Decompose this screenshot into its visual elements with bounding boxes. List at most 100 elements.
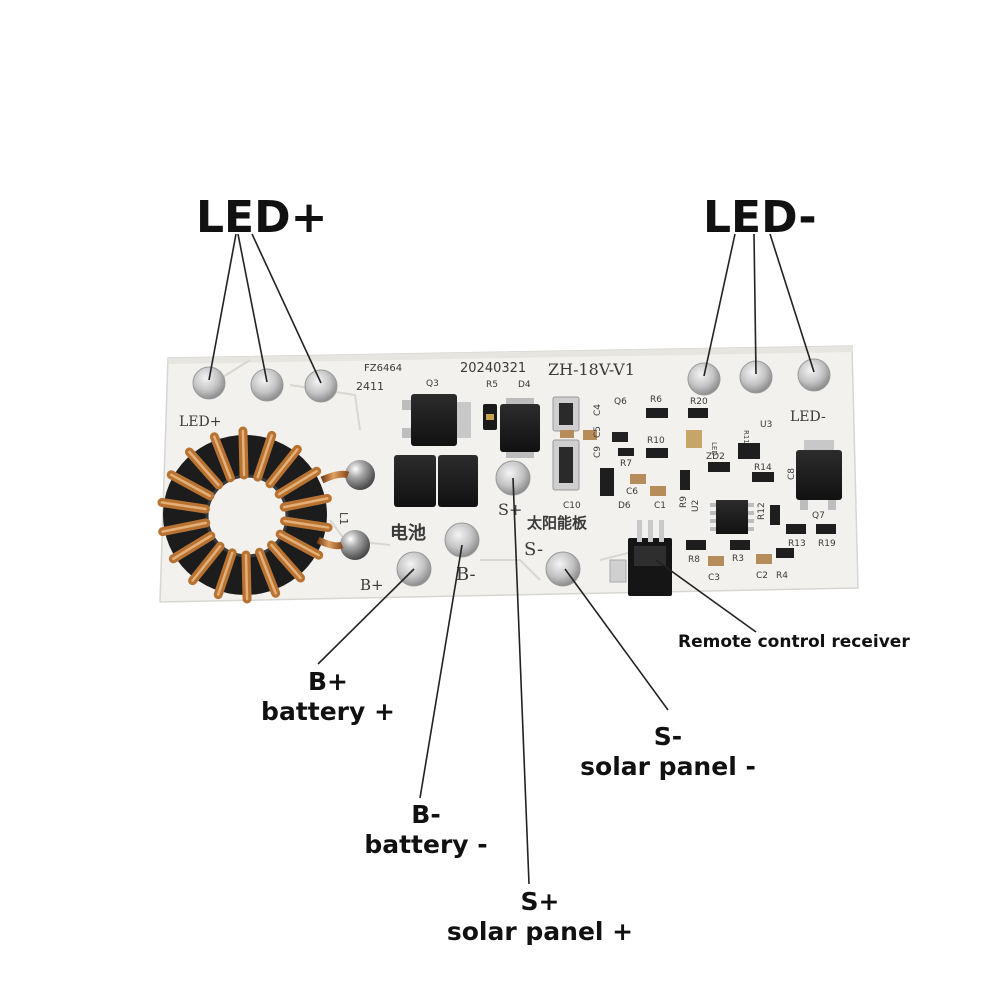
resistor-r10 bbox=[646, 448, 668, 458]
battery-minus-pad bbox=[444, 522, 480, 558]
board-s-plus-label: S+ bbox=[498, 500, 522, 519]
capacitor-c3 bbox=[708, 556, 724, 566]
capacitor-c9 bbox=[583, 430, 597, 440]
leader-led-plus-3 bbox=[251, 233, 322, 384]
callout-battery-plus-code: B+ bbox=[307, 667, 348, 696]
mosfet-q3 bbox=[402, 394, 471, 446]
label-q3: Q3 bbox=[426, 379, 439, 389]
resistor-r7 bbox=[618, 448, 634, 456]
callout-remote-receiver: Remote control receiver bbox=[678, 632, 910, 652]
led-plus-pad-1 bbox=[192, 366, 226, 400]
capacitor-c2 bbox=[756, 554, 772, 564]
callout-led-minus: LED- bbox=[703, 192, 817, 243]
board-date-label: 20240321 bbox=[460, 361, 526, 376]
label-c5: C5 bbox=[593, 426, 603, 438]
label-q6: Q6 bbox=[614, 397, 627, 407]
callout-solar-minus-desc: solar panel - bbox=[580, 752, 756, 781]
resistor-r9 bbox=[680, 470, 690, 490]
label-r7: R7 bbox=[620, 459, 632, 469]
winding-highlight bbox=[216, 551, 234, 596]
small-part-q6 bbox=[612, 432, 628, 442]
leader-led-plus-2 bbox=[237, 233, 268, 383]
winding-highlight bbox=[278, 532, 321, 557]
capacitor-c6 bbox=[630, 474, 646, 484]
label-c4: C4 bbox=[593, 404, 603, 416]
winding-highlight bbox=[256, 434, 274, 479]
callout-solar-minus-code: S- bbox=[653, 722, 683, 751]
resistor-r13 bbox=[786, 524, 806, 534]
winding-highlight bbox=[172, 534, 213, 561]
winding-highlight bbox=[188, 450, 220, 487]
label-r5: R5 bbox=[486, 380, 498, 390]
board-solar-cn-label: 太阳能板 bbox=[527, 514, 588, 532]
callout-solar-minus: S- solar panel - bbox=[568, 722, 768, 782]
winding-highlight bbox=[244, 553, 249, 601]
label-c8: C8 bbox=[787, 468, 797, 480]
label-u3: U3 bbox=[760, 420, 772, 430]
board-s-minus-label: S- bbox=[524, 539, 543, 560]
label-d6: D6 bbox=[618, 501, 631, 511]
callout-solar-plus-desc: solar panel + bbox=[446, 917, 634, 946]
board-led-plus-label: LED+ bbox=[179, 414, 221, 430]
label-r10: R10 bbox=[647, 436, 665, 446]
leader-battery-minus bbox=[419, 544, 463, 799]
transistor-u2 bbox=[600, 468, 614, 496]
callout-solar-plus-code: S+ bbox=[520, 887, 560, 916]
label-r14: R14 bbox=[754, 463, 772, 473]
board-b-minus-label: B- bbox=[456, 564, 476, 585]
zener-zd2 bbox=[708, 462, 730, 472]
resistor-r12 bbox=[770, 505, 780, 525]
winding-highlight bbox=[270, 543, 302, 580]
board-model-label: ZH-18V-V1 bbox=[548, 360, 635, 379]
resistor-r5 bbox=[483, 404, 497, 430]
toroid-inductor bbox=[157, 426, 375, 604]
winding-highlight bbox=[283, 519, 330, 529]
label-r9: R9 bbox=[679, 496, 689, 508]
label-zd2: ZD2 bbox=[706, 452, 725, 462]
resistor-r19 bbox=[816, 524, 836, 534]
leader-solar-minus bbox=[564, 568, 669, 711]
capacitor-c1 bbox=[650, 486, 666, 496]
board-stamp-label: 2411 bbox=[356, 380, 384, 393]
callout-battery-minus-code: B- bbox=[411, 800, 441, 829]
label-led: LED bbox=[710, 442, 718, 456]
leader-led-minus-2 bbox=[753, 233, 757, 375]
callout-battery-plus: B+ battery + bbox=[258, 667, 398, 727]
capacitor-c10 bbox=[560, 430, 574, 438]
led-indicator bbox=[686, 430, 702, 448]
winding-highlight bbox=[161, 521, 208, 533]
leader-lines bbox=[208, 233, 815, 885]
callout-solar-plus: S+ solar panel + bbox=[440, 887, 640, 947]
led-minus-pad-1 bbox=[687, 362, 721, 396]
label-r19: R19 bbox=[818, 539, 836, 549]
label-r4: R4 bbox=[776, 571, 788, 581]
label-q7: Q7 bbox=[812, 511, 825, 521]
callout-battery-plus-desc: battery + bbox=[261, 697, 395, 726]
winding-highlight bbox=[282, 497, 329, 509]
winding-highlight bbox=[191, 545, 222, 582]
resistor-r6 bbox=[646, 408, 668, 418]
label-c9: C9 bbox=[593, 446, 603, 458]
winding-highlight bbox=[258, 550, 277, 595]
diode-d4 bbox=[500, 398, 540, 458]
callout-battery-minus-desc: battery - bbox=[364, 830, 488, 859]
label-c3: C3 bbox=[708, 573, 720, 583]
winding-highlight bbox=[241, 429, 246, 477]
led-plus-pad-3 bbox=[304, 369, 338, 403]
ic-u3 bbox=[738, 443, 760, 459]
resistor-r14 bbox=[752, 472, 774, 482]
leader-solar-plus bbox=[512, 477, 530, 885]
winding-highlight bbox=[160, 501, 207, 511]
label-r3: R3 bbox=[732, 554, 744, 564]
winding-highlight bbox=[213, 435, 232, 480]
label-r8: R8 bbox=[688, 555, 700, 565]
mosfet-left-2 bbox=[438, 455, 478, 507]
mosfet-left-1 bbox=[394, 455, 436, 507]
label-r6: R6 bbox=[650, 395, 662, 405]
label-r13: R13 bbox=[788, 539, 806, 549]
ic-u1-soic bbox=[710, 500, 754, 534]
inductor-solder-1 bbox=[345, 460, 375, 490]
component-labels: Q3 R5 D4 C4 C5 C9 Q6 R6 R20 R10 R7 LED R… bbox=[426, 379, 836, 583]
board-fz-label: FZ6464 bbox=[364, 363, 402, 374]
